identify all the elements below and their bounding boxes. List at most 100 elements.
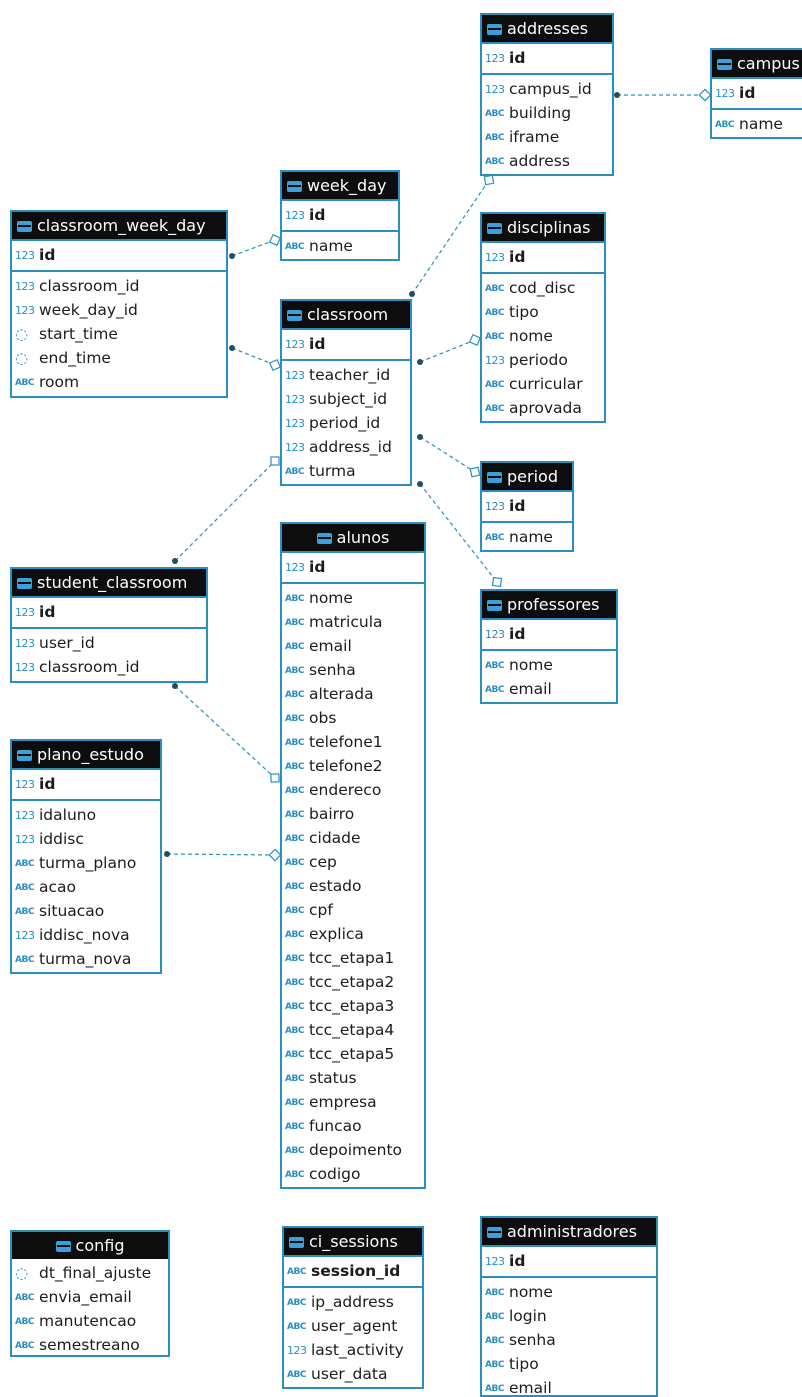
table-header[interactable]: classroom_week_day bbox=[12, 212, 226, 239]
relation-classroom-disciplinas[interactable] bbox=[419, 339, 476, 363]
relation-student_classroom-classroom[interactable] bbox=[174, 460, 276, 562]
table-header[interactable]: ci_sessions bbox=[284, 1228, 422, 1255]
table-header[interactable]: period bbox=[482, 463, 572, 490]
relation-classroom_week_day-week_day[interactable] bbox=[231, 239, 276, 257]
relation-classroom-period[interactable] bbox=[419, 436, 476, 473]
table-header[interactable]: config bbox=[12, 1232, 168, 1259]
relation-student_classroom-alunos[interactable] bbox=[174, 685, 276, 779]
column-row[interactable]: ◌end_time bbox=[12, 346, 226, 370]
relation-classroom_week_day-classroom[interactable] bbox=[231, 347, 276, 366]
table-header[interactable]: administradores bbox=[482, 1218, 656, 1245]
table-header[interactable]: week_day bbox=[282, 172, 398, 199]
table-header[interactable]: professores bbox=[482, 591, 616, 618]
table-header[interactable]: plano_estudo bbox=[12, 741, 160, 768]
table-header[interactable]: addresses bbox=[482, 15, 612, 42]
column-row[interactable]: ◌dt_final_ajuste bbox=[12, 1261, 168, 1285]
table-header[interactable]: alunos bbox=[282, 524, 424, 551]
table-header[interactable]: student_classroom bbox=[12, 569, 206, 596]
relation-classroom-addresses[interactable] bbox=[411, 179, 490, 295]
relation-plano_estudo-alunos[interactable] bbox=[166, 853, 276, 856]
table-header[interactable]: disciplinas bbox=[482, 214, 604, 241]
table-header[interactable]: classroom bbox=[282, 301, 410, 328]
